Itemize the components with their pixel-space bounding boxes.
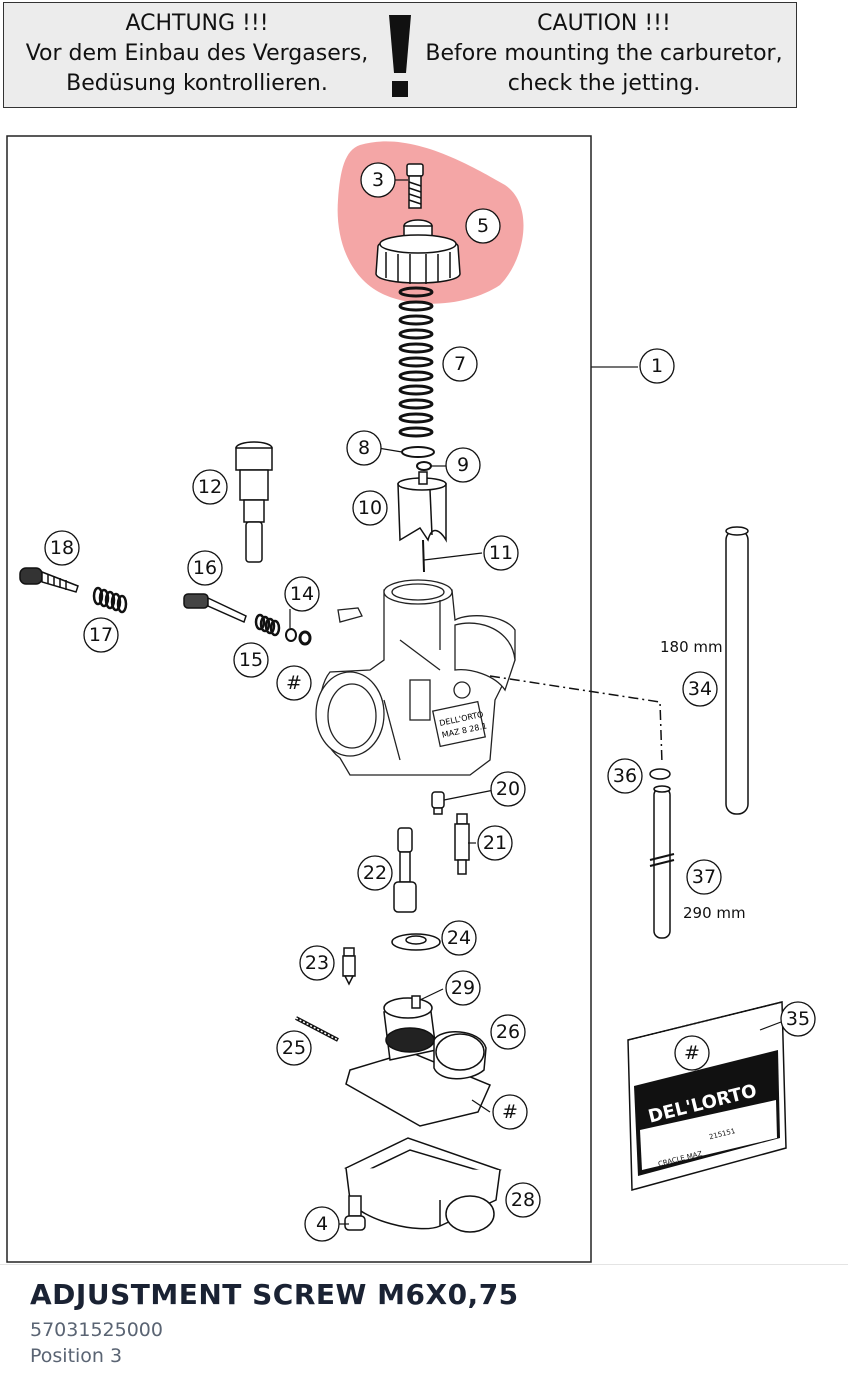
callout-36[interactable]: 36: [613, 765, 637, 787]
part-info-panel: ADJUSTMENT SCREW M6X0,75 57031525000 Pos…: [30, 1278, 519, 1369]
callout-7[interactable]: 7: [454, 353, 466, 375]
part-mixture-screw[interactable]: [183, 593, 247, 624]
callout-12[interactable]: 12: [198, 476, 222, 498]
callout-hash-o-ring[interactable]: #: [286, 672, 302, 694]
callout-10[interactable]: 10: [358, 497, 382, 519]
part-washer[interactable]: [285, 628, 297, 642]
callout-8[interactable]: 8: [358, 437, 370, 459]
callout-3[interactable]: 3: [372, 169, 384, 191]
part-needle-clip[interactable]: [416, 461, 432, 471]
callout-14[interactable]: 14: [290, 583, 314, 605]
part-spring-seat[interactable]: [401, 446, 435, 458]
warning-de-line-2: Vor dem Einbau des Vergasers,: [25, 41, 369, 66]
part-float-pin[interactable]: [295, 1016, 339, 1042]
assembly-frame: [6, 135, 592, 1263]
part-jet-needle[interactable]: [422, 539, 425, 573]
callout-35[interactable]: 35: [786, 1008, 810, 1030]
callout-11[interactable]: 11: [489, 542, 513, 564]
part-vent-hose-290[interactable]: [649, 785, 675, 939]
callout-9[interactable]: 9: [457, 454, 469, 476]
warning-english: CAUTION !!! Before mounting the carburet…: [414, 9, 794, 99]
warning-en-line-2: Before mounting the carburetor,: [425, 41, 783, 66]
callout-4[interactable]: 4: [316, 1213, 328, 1235]
part-idle-screw-spring[interactable]: [92, 586, 128, 614]
part-bowl-screw[interactable]: [344, 1195, 366, 1231]
part-atomizer[interactable]: [393, 827, 417, 913]
warning-german: ACHTUNG !!! Vor dem Einbau des Vergasers…: [12, 9, 382, 99]
part-number: 57031525000: [30, 1319, 163, 1341]
callout-5[interactable]: 5: [477, 215, 489, 237]
callout-1[interactable]: 1: [651, 355, 663, 377]
callout-17[interactable]: 17: [89, 624, 113, 646]
part-float-needle[interactable]: [342, 947, 356, 986]
callout-37[interactable]: 37: [692, 866, 716, 888]
part-spring[interactable]: [398, 286, 434, 438]
dimension-hose-180: 180 mm: [660, 638, 723, 656]
caution-banner: ACHTUNG !!! Vor dem Einbau des Vergasers…: [3, 2, 797, 108]
exclamation-icon: [389, 15, 411, 97]
dimension-hose-290: 290 mm: [683, 904, 746, 922]
part-mixture-screw-spring[interactable]: [254, 613, 281, 637]
callout-18[interactable]: 18: [50, 537, 74, 559]
part-o-ring[interactable]: [298, 630, 312, 646]
part-title: ADJUSTMENT SCREW M6X0,75: [30, 1278, 519, 1311]
callout-28[interactable]: 28: [511, 1189, 535, 1211]
warning-de-line-3: Bedüsung kontrollieren.: [66, 71, 328, 96]
callout-24[interactable]: 24: [447, 927, 471, 949]
part-main-jet[interactable]: [431, 791, 445, 815]
part-vent-hose-180[interactable]: [725, 526, 749, 815]
callout-25[interactable]: 25: [282, 1037, 306, 1059]
part-float-bowl[interactable]: [344, 1137, 502, 1233]
warning-en-line-1: CAUTION !!!: [537, 11, 671, 36]
callout-21[interactable]: 21: [483, 832, 507, 854]
part-needle-jet[interactable]: [454, 813, 470, 875]
callout-34[interactable]: 34: [688, 678, 712, 700]
part-jet-holder-washer[interactable]: [391, 933, 441, 951]
callout-hash-gasket[interactable]: #: [502, 1101, 518, 1123]
warning-en-line-3: check the jetting.: [507, 71, 701, 96]
part-jetting-chart-bag[interactable]: [627, 1001, 787, 1191]
part-mixing-chamber-cap[interactable]: [375, 219, 461, 284]
part-choke-plunger[interactable]: [235, 441, 273, 563]
part-idle-screw[interactable]: [19, 567, 79, 593]
part-throttle-slide[interactable]: [397, 471, 447, 543]
callout-16[interactable]: 16: [193, 557, 217, 579]
callout-29[interactable]: 29: [451, 977, 475, 999]
carburetor-exploded-diagram: DELL'ORTO MAZ 8 28.1: [6, 135, 816, 1263]
callout-22[interactable]: 22: [363, 862, 387, 884]
part-position: Position 3: [30, 1345, 123, 1367]
callout-15[interactable]: 15: [239, 649, 263, 671]
callout-hash-bag[interactable]: #: [684, 1042, 700, 1064]
callouts: [44, 162, 816, 1242]
part-hose-clip[interactable]: [649, 768, 671, 780]
divider: [0, 1264, 848, 1265]
part-adjustment-screw[interactable]: [406, 163, 424, 209]
part-carburetor-body[interactable]: [315, 579, 516, 776]
callout-20[interactable]: 20: [496, 778, 520, 800]
callout-23[interactable]: 23: [305, 952, 329, 974]
callout-26[interactable]: 26: [496, 1021, 520, 1043]
warning-de-line-1: ACHTUNG !!!: [125, 11, 269, 36]
part-float[interactable]: [345, 995, 491, 1127]
